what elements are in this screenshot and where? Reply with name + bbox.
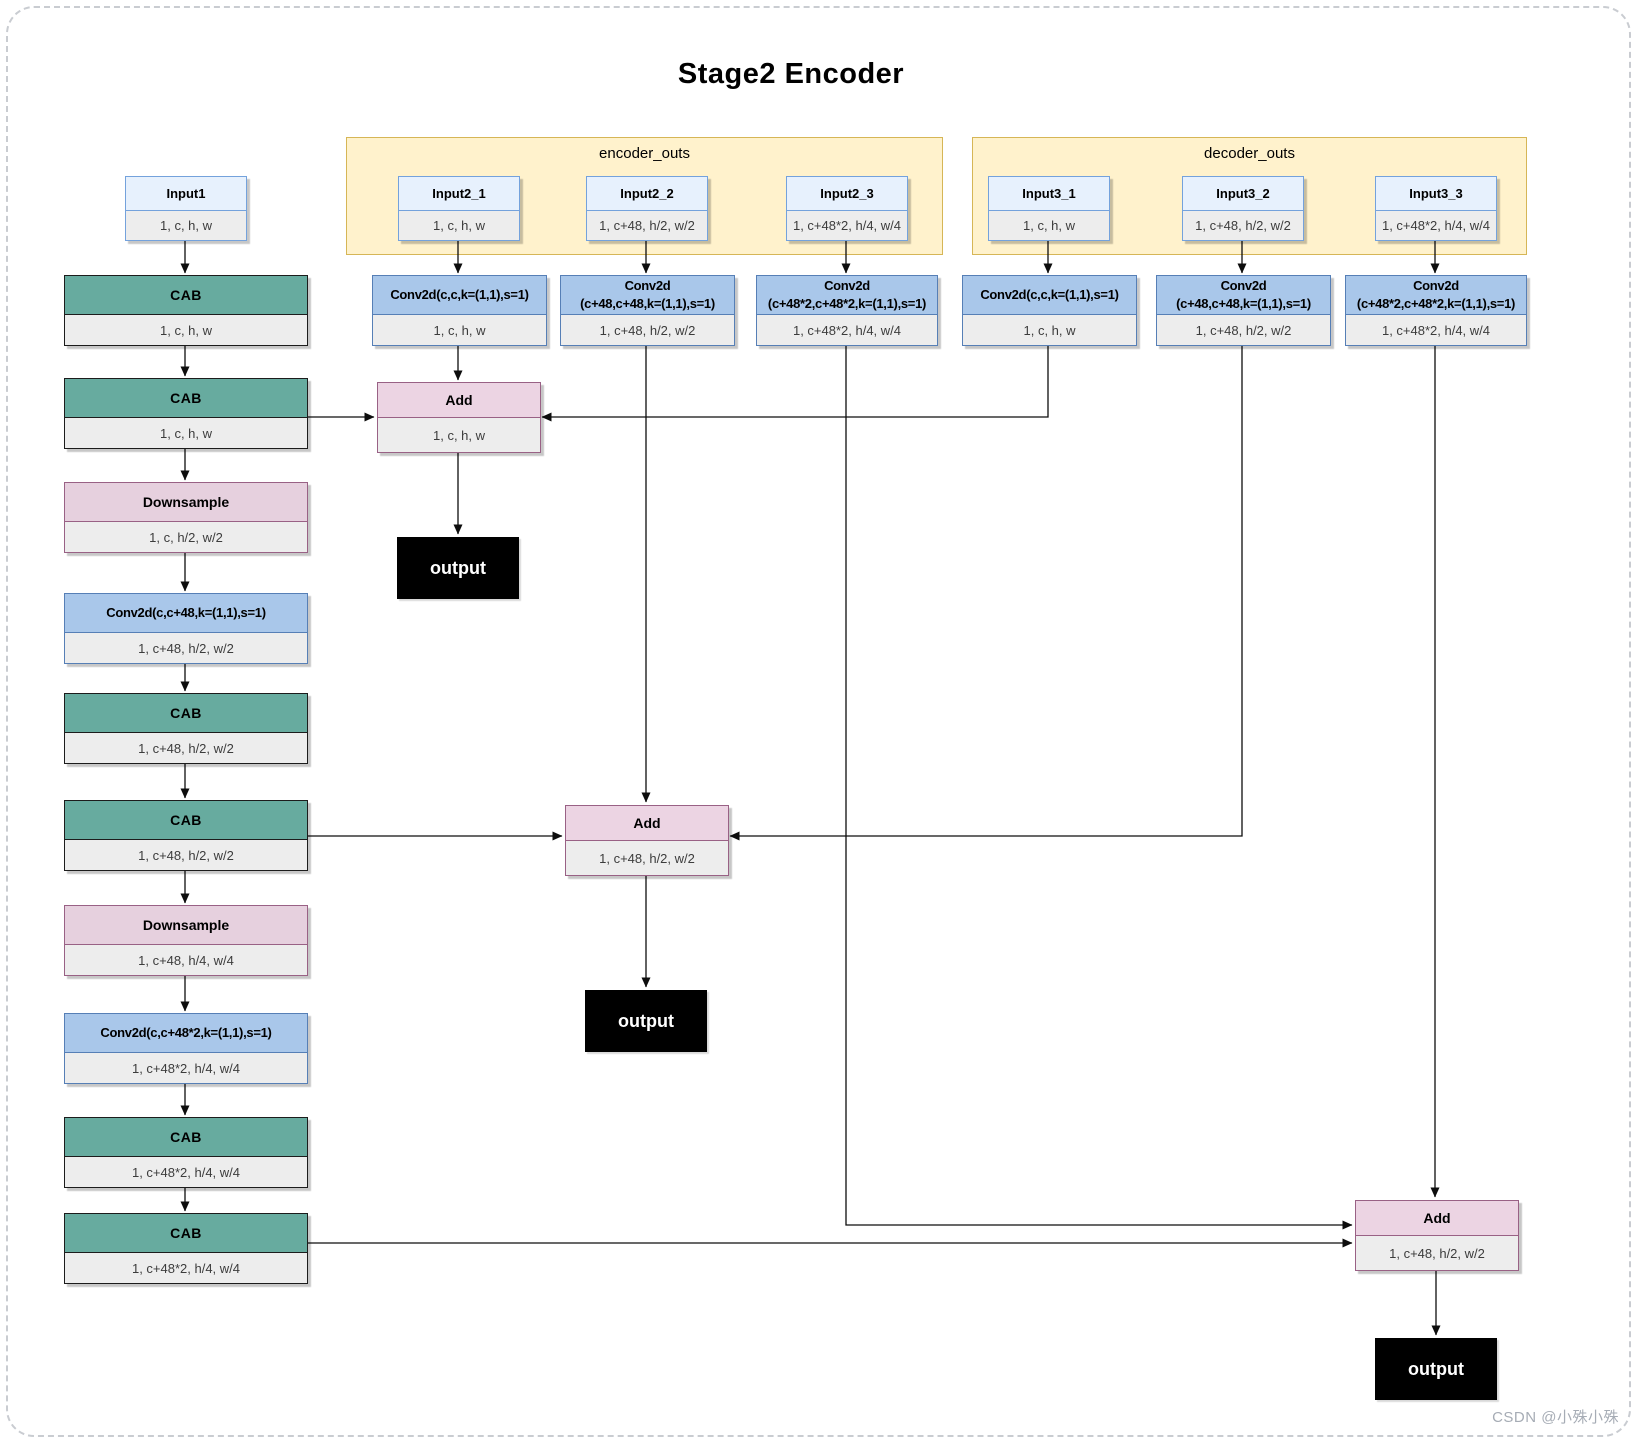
conv2-2-label: Conv2d(c+48,c+48,k=(1,1),s=1) (561, 276, 734, 314)
input2-3-label: Input2_3 (787, 177, 907, 210)
cab3-label: CAB (65, 694, 307, 732)
conv-left1: Conv2d(c,c+48,k=(1,1),s=1)1, c+48, h/2, … (64, 593, 308, 664)
diagram-title: Stage2 Encoder (677, 58, 905, 90)
input1-shape: 1, c, h, w (126, 210, 246, 240)
input2-1-shape: 1, c, h, w (399, 210, 519, 240)
conv-left2: Conv2d(c,c+48*2,k=(1,1),s=1)1, c+48*2, h… (64, 1013, 308, 1084)
output3-label: output (1408, 1358, 1464, 1379)
conv3-1-shape: 1, c, h, w (963, 314, 1136, 345)
conv3-2-shape: 1, c+48, h/2, w/2 (1157, 314, 1330, 345)
conv3-1: Conv2d(c,c,k=(1,1),s=1)1, c, h, w (962, 275, 1137, 346)
cab5-label: CAB (65, 1118, 307, 1156)
add3-shape: 1, c+48, h/2, w/2 (1356, 1235, 1518, 1270)
conv-left2-shape: 1, c+48*2, h/4, w/4 (65, 1052, 307, 1083)
output1: output (397, 537, 519, 599)
cab6-shape: 1, c+48*2, h/4, w/4 (65, 1252, 307, 1283)
conv3-3-label: Conv2d(c+48*2,c+48*2,k=(1,1),s=1) (1346, 276, 1526, 314)
input3-3-shape: 1, c+48*2, h/4, w/4 (1376, 210, 1496, 240)
conv2-1-label: Conv2d(c,c,k=(1,1),s=1) (373, 276, 546, 314)
input2-2-label: Input2_2 (587, 177, 707, 210)
conv-left1-shape: 1, c+48, h/2, w/2 (65, 632, 307, 663)
input1-label: Input1 (126, 177, 246, 210)
input3-2-shape: 1, c+48, h/2, w/2 (1183, 210, 1303, 240)
conv2-2-shape: 1, c+48, h/2, w/2 (561, 314, 734, 345)
conv-left2-label: Conv2d(c,c+48*2,k=(1,1),s=1) (65, 1014, 307, 1052)
conv3-3: Conv2d(c+48*2,c+48*2,k=(1,1),s=1)1, c+48… (1345, 275, 1527, 346)
conv2-3-label: Conv2d(c+48*2,c+48*2,k=(1,1),s=1) (757, 276, 937, 314)
input3-1-label: Input3_1 (989, 177, 1109, 210)
input3-3-label: Input3_3 (1376, 177, 1496, 210)
cab6-label: CAB (65, 1214, 307, 1252)
edge-conv2-3-to-add3 (845, 345, 1353, 1230)
add2-label: Add (566, 806, 728, 840)
conv-left1-label: Conv2d(c,c+48,k=(1,1),s=1) (65, 594, 307, 632)
conv2-3: Conv2d(c+48*2,c+48*2,k=(1,1),s=1)1, c+48… (756, 275, 938, 346)
input2-1-label: Input2_1 (399, 177, 519, 210)
conv2-1: Conv2d(c,c,k=(1,1),s=1)1, c, h, w (372, 275, 547, 346)
input2-3-shape: 1, c+48*2, h/4, w/4 (787, 210, 907, 240)
cab5-shape: 1, c+48*2, h/4, w/4 (65, 1156, 307, 1187)
conv3-2: Conv2d(c+48,c+48,k=(1,1),s=1)1, c+48, h/… (1156, 275, 1331, 346)
output2: output (585, 990, 707, 1052)
edge-conv3-1-to-add1 (541, 345, 1049, 422)
cab2-label: CAB (65, 379, 307, 417)
input3-1-shape: 1, c, h, w (989, 210, 1109, 240)
conv2-2: Conv2d(c+48,c+48,k=(1,1),s=1)1, c+48, h/… (560, 275, 735, 346)
downsample1-label: Downsample (65, 483, 307, 521)
conv3-3-shape: 1, c+48*2, h/4, w/4 (1346, 314, 1526, 345)
conv3-2-label: Conv2d(c+48,c+48,k=(1,1),s=1) (1157, 276, 1330, 314)
add3-label: Add (1356, 1201, 1518, 1235)
output2-label: output (618, 1010, 674, 1031)
cab1-shape: 1, c, h, w (65, 314, 307, 345)
downsample1-shape: 1, c, h/2, w/2 (65, 521, 307, 552)
output1-label: output (430, 557, 486, 578)
page-dashed-border (6, 6, 1631, 1437)
cab1-label: CAB (65, 276, 307, 314)
cab4-shape: 1, c+48, h/2, w/2 (65, 839, 307, 870)
add1-label: Add (378, 383, 540, 417)
conv3-1-label: Conv2d(c,c,k=(1,1),s=1) (963, 276, 1136, 314)
watermark-text: CSDN @小殊小殊 (1492, 1409, 1619, 1426)
add2-shape: 1, c+48, h/2, w/2 (566, 840, 728, 875)
conv2-3-shape: 1, c+48*2, h/4, w/4 (757, 314, 937, 345)
downsample2-shape: 1, c+48, h/4, w/4 (65, 944, 307, 975)
edge-conv3-2-to-add2 (729, 345, 1243, 841)
encoder-outs-group-label: encoder_outs (599, 145, 690, 162)
cab3-shape: 1, c+48, h/2, w/2 (65, 732, 307, 763)
decoder-outs-group-label: decoder_outs (1204, 145, 1295, 162)
cab4-label: CAB (65, 801, 307, 839)
input3-2-label: Input3_2 (1183, 177, 1303, 210)
add1-shape: 1, c, h, w (378, 417, 540, 452)
cab2-shape: 1, c, h, w (65, 417, 307, 448)
downsample2-label: Downsample (65, 906, 307, 944)
output3: output (1375, 1338, 1497, 1400)
input2-2-shape: 1, c+48, h/2, w/2 (587, 210, 707, 240)
conv2-1-shape: 1, c, h, w (373, 314, 546, 345)
